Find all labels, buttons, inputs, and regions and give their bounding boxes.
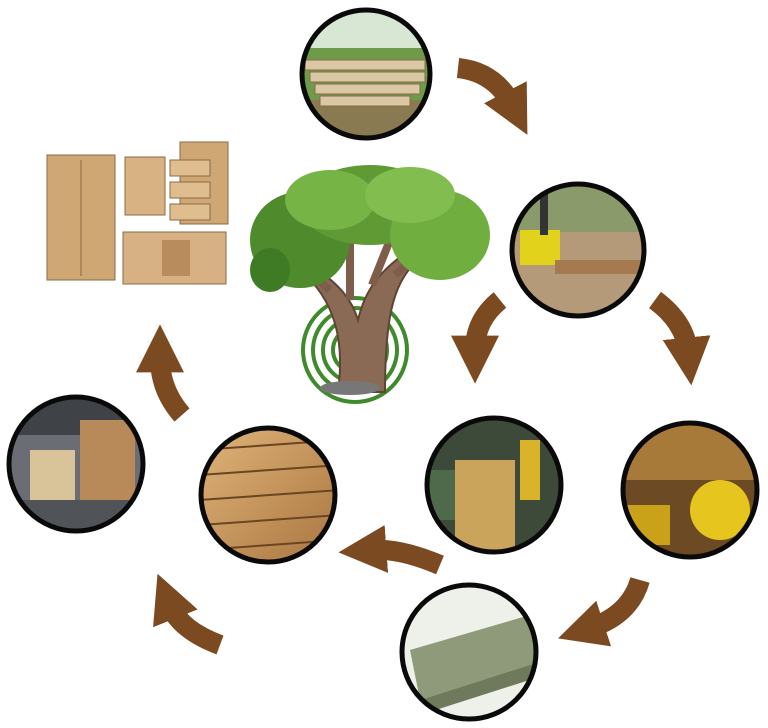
arrow-mdf-to-warehouse (153, 573, 224, 655)
arrow-press-to-mdf (558, 576, 650, 647)
arrow-harvest-to-refining (451, 292, 507, 384)
arrow-warehouse-to-furniture (136, 324, 190, 422)
arrow-harvest-to-press (648, 291, 711, 386)
stage-warehouse-image (9, 397, 143, 531)
furniture-image (46, 141, 229, 285)
stage-harvesting-image (512, 184, 644, 316)
tree-illustration (250, 165, 490, 404)
stage-refining-image (427, 418, 561, 552)
circle-borders (6, 7, 760, 722)
stage-lumber-stack-image (201, 428, 335, 562)
stage-logs-image (302, 10, 430, 138)
arrow-logs-to-harvest (456, 58, 528, 135)
tree-foliage (250, 165, 490, 292)
stage-mdf-boards-image (402, 585, 536, 719)
arrow-refining-to-lumber (338, 525, 444, 575)
flow-arrows (136, 58, 711, 655)
